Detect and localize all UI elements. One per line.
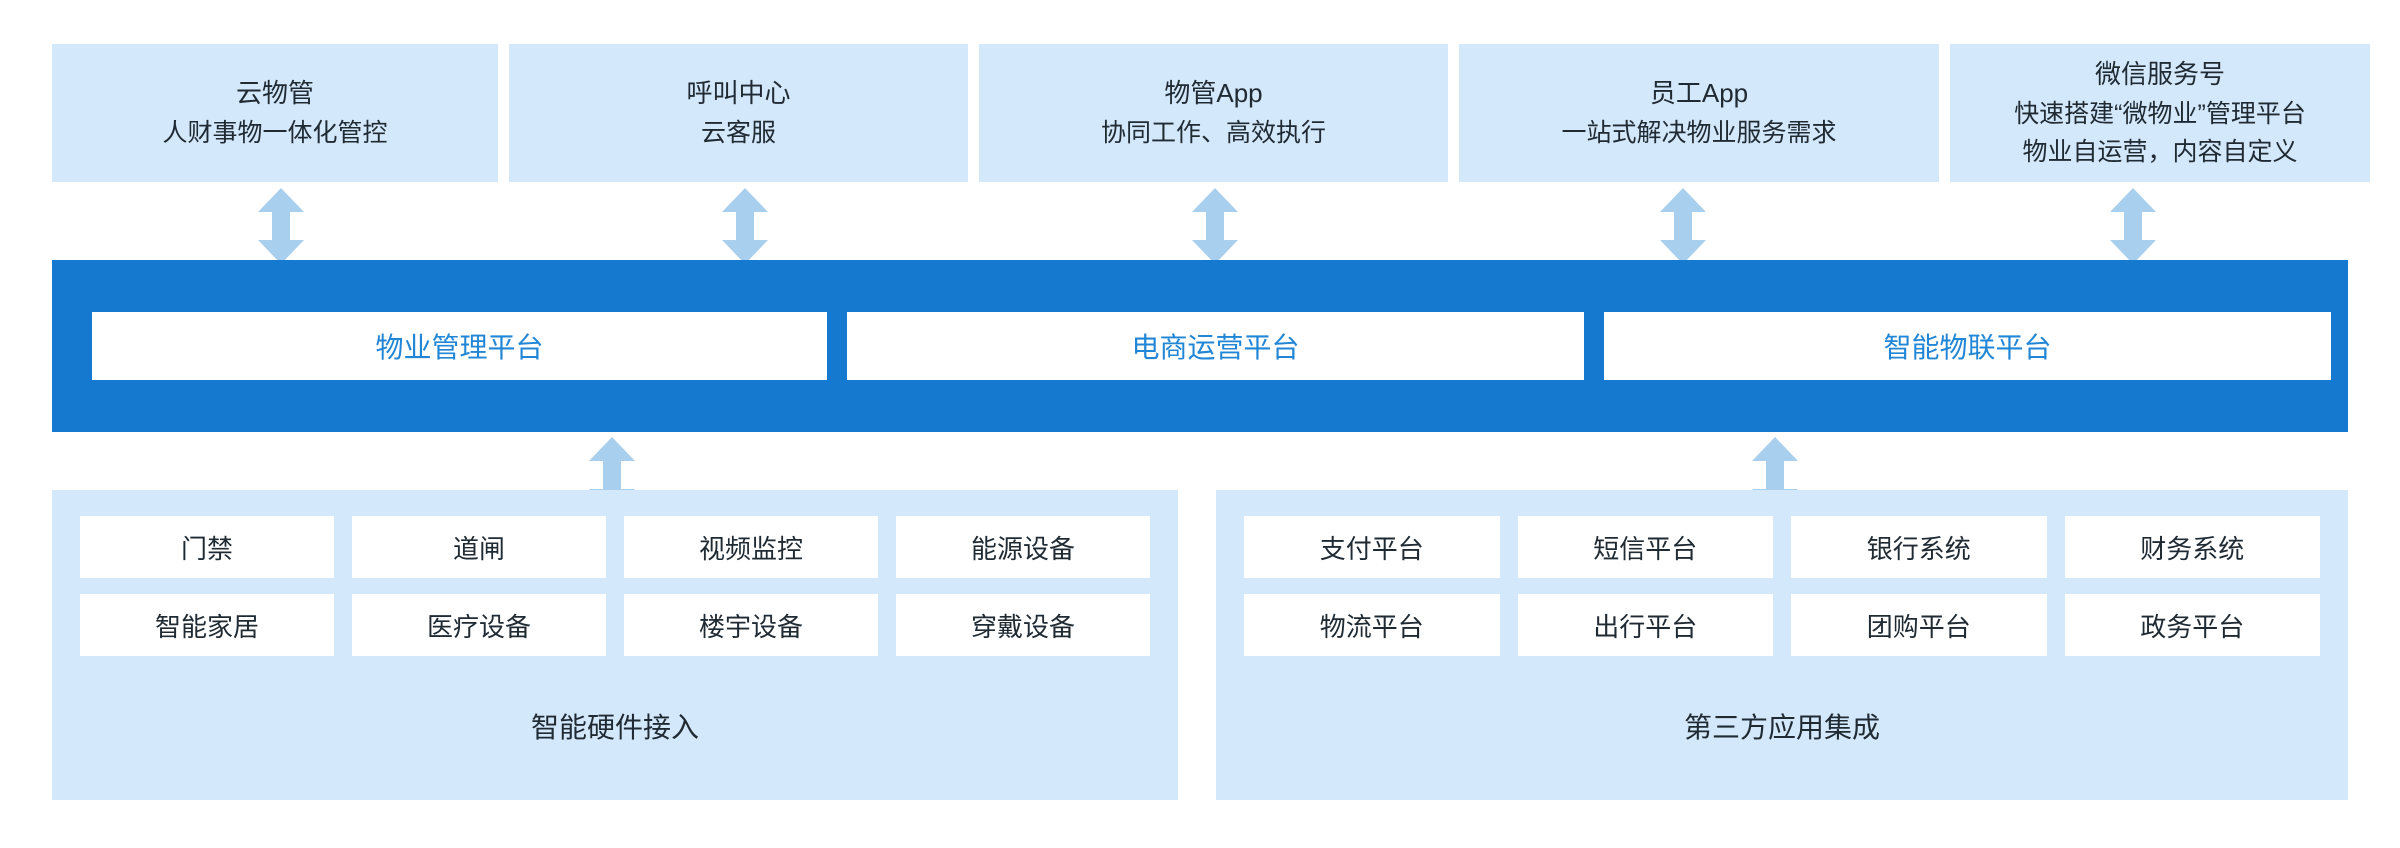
double-arrow-icon [258, 188, 304, 264]
chip-label: 智能家居 [154, 611, 259, 642]
channel-card-title: 云物管 [235, 78, 314, 109]
chip-label: 视频监控 [698, 533, 803, 564]
chip-government-platform[interactable]: 政务平台 [2064, 594, 2320, 656]
double-arrow-icon [1192, 188, 1238, 264]
channel-card-title: 物管App [1164, 78, 1263, 109]
chip-label: 支付平台 [1319, 533, 1424, 564]
chip-label: 楼宇设备 [698, 611, 803, 642]
chip-building-equipment[interactable]: 楼宇设备 [624, 594, 878, 656]
chip-group-buying-platform[interactable]: 团购平台 [1791, 594, 2047, 656]
chip-label: 物流平台 [1319, 611, 1424, 642]
panel-smart-hardware: 门禁 道闸 视频监控 能源设备 智能家居 医疗设备 楼宇设备 穿戴设备 智能硬件… [52, 490, 1178, 800]
channel-card-row: 云物管 人财事物一体化管控 呼叫中心 云客服 物管App 协同工作、高效执行 员… [52, 44, 2370, 182]
chip-payment-platform[interactable]: 支付平台 [1244, 516, 1500, 578]
chip-medical-equipment[interactable]: 医疗设备 [352, 594, 606, 656]
panel-caption-third-party-apps: 第三方应用集成 [1683, 712, 1880, 743]
chip-logistics-platform[interactable]: 物流平台 [1244, 594, 1500, 656]
chip-label: 短信平台 [1593, 533, 1698, 564]
channel-card-cloud-property[interactable]: 云物管 人财事物一体化管控 [52, 44, 498, 182]
chip-wearable-devices[interactable]: 穿戴设备 [896, 594, 1150, 656]
platform-card-smart-iot[interactable]: 智能物联平台 [1604, 312, 2331, 380]
double-arrow-icon [1660, 188, 1706, 264]
chip-label: 财务系统 [2140, 533, 2245, 564]
chip-label: 能源设备 [970, 533, 1075, 564]
chip-barrier-gate[interactable]: 道闸 [352, 516, 606, 578]
chip-energy-equipment[interactable]: 能源设备 [896, 516, 1150, 578]
channel-card-title: 微信服务号 [2094, 59, 2225, 90]
chip-finance-system[interactable]: 财务系统 [2064, 516, 2320, 578]
chip-banking-system[interactable]: 银行系统 [1791, 516, 2047, 578]
platform-card-label: 物业管理平台 [375, 332, 544, 363]
channel-card-line-1: 快速搭建“微物业”管理平台 [2014, 99, 2306, 128]
chip-label: 医疗设备 [426, 611, 531, 642]
channel-card-line-2: 物业自运营，内容自定义 [2022, 137, 2298, 166]
panel-chip-grid: 门禁 道闸 视频监控 能源设备 智能家居 医疗设备 楼宇设备 穿戴设备 [80, 516, 1150, 656]
channel-card-line-1: 人财事物一体化管控 [162, 118, 388, 147]
chip-label: 道闸 [452, 533, 505, 564]
channel-card-line-1: 一站式解决物业服务需求 [1561, 118, 1837, 147]
chip-label: 团购平台 [1866, 611, 1971, 642]
integration-panels: 门禁 道闸 视频监控 能源设备 智能家居 医疗设备 楼宇设备 穿戴设备 智能硬件… [52, 490, 2348, 800]
chip-label: 出行平台 [1593, 611, 1698, 642]
platform-card-property-management[interactable]: 物业管理平台 [92, 312, 827, 380]
chip-video-surveillance[interactable]: 视频监控 [624, 516, 878, 578]
channel-card-wechat-service[interactable]: 微信服务号 快速搭建“微物业”管理平台 物业自运营，内容自定义 [1950, 44, 2370, 182]
chip-travel-platform[interactable]: 出行平台 [1517, 594, 1773, 656]
panel-caption-smart-hardware: 智能硬件接入 [530, 712, 699, 743]
channel-card-property-app[interactable]: 物管App 协同工作、高效执行 [979, 44, 1448, 182]
platform-card-label: 智能物联平台 [1883, 332, 2052, 363]
channel-card-title: 呼叫中心 [686, 78, 791, 109]
chip-smart-home[interactable]: 智能家居 [80, 594, 334, 656]
channel-card-line-1: 云客服 [700, 118, 776, 147]
chip-label: 银行系统 [1866, 533, 1971, 564]
channel-card-call-center[interactable]: 呼叫中心 云客服 [509, 44, 968, 182]
channel-card-line-1: 协同工作、高效执行 [1100, 118, 1326, 147]
platform-bar: 物业管理平台 电商运营平台 智能物联平台 [52, 260, 2348, 432]
double-arrow-icon [2110, 188, 2156, 264]
panel-third-party-apps: 支付平台 短信平台 银行系统 财务系统 物流平台 出行平台 团购平台 政务平台 … [1216, 490, 2348, 800]
double-arrow-icon [722, 188, 768, 264]
panel-chip-grid: 支付平台 短信平台 银行系统 财务系统 物流平台 出行平台 团购平台 政务平台 [1244, 516, 2320, 656]
channel-card-title: 员工App [1649, 78, 1749, 109]
chip-sms-platform[interactable]: 短信平台 [1517, 516, 1773, 578]
chip-label: 门禁 [180, 533, 233, 564]
channel-card-staff-app[interactable]: 员工App 一站式解决物业服务需求 [1459, 44, 1939, 182]
platform-card-ecommerce-operations[interactable]: 电商运营平台 [847, 312, 1584, 380]
platform-card-label: 电商运营平台 [1131, 332, 1300, 363]
chip-access-control[interactable]: 门禁 [80, 516, 334, 578]
chip-label: 穿戴设备 [970, 611, 1075, 642]
chip-label: 政务平台 [2140, 611, 2245, 642]
